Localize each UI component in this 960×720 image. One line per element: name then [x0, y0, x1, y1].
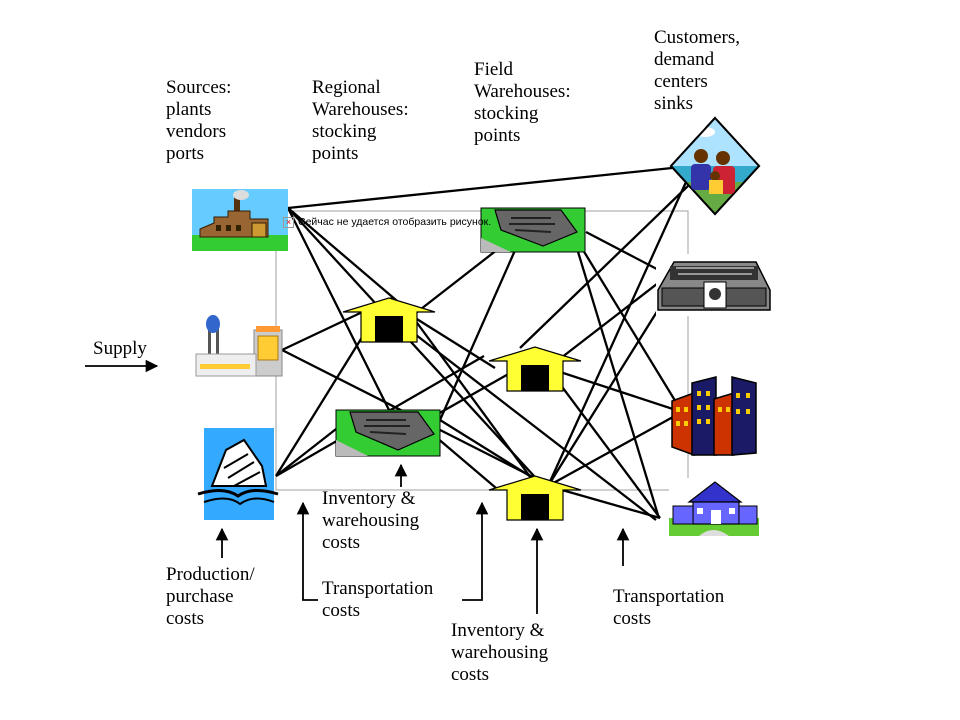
customers-people-icon	[669, 116, 761, 216]
field-warehouse-arrow-icon-2	[488, 475, 582, 521]
broken-image-placeholder: × Сейчас не удается отобразить рисунок.	[283, 216, 491, 228]
link-line-0	[287, 166, 673, 210]
port-ship-icon	[197, 428, 279, 520]
supply-label: Supply	[93, 338, 147, 359]
link-line-6	[275, 317, 375, 477]
link-line-1	[287, 207, 404, 307]
city-icon	[671, 376, 757, 457]
link-line-19	[546, 181, 688, 487]
link-line-13	[439, 419, 534, 479]
link-line-22	[547, 484, 661, 520]
regional-warehouse-large-icon	[335, 409, 441, 457]
broken-image-text: Сейчас не удается отобразить рисунок.	[298, 216, 492, 228]
transport-cost-arrow-1	[296, 501, 318, 601]
link-line-12	[438, 229, 526, 421]
plant-icon	[195, 315, 283, 377]
factory-icon	[192, 189, 288, 251]
regional-warehouse-arrow-icon	[342, 297, 436, 343]
market-building-icon	[656, 254, 772, 316]
link-line-23	[571, 231, 683, 413]
link-line-21	[547, 410, 683, 488]
broken-image-icon: ×	[283, 216, 294, 228]
field-warehouse-large-icon	[480, 207, 586, 253]
link-line-10	[411, 315, 496, 369]
link-line-26	[519, 183, 691, 349]
link-line-16	[547, 269, 676, 369]
town-house-icon	[669, 478, 759, 536]
link-line-11	[411, 315, 532, 479]
field-warehouse-arrow-icon-1	[488, 346, 582, 392]
link-line-3	[286, 207, 392, 413]
link-line-24	[570, 231, 660, 516]
link-line-18	[547, 367, 661, 519]
link-line-17	[547, 366, 683, 414]
transport-cost-arrow-1-right	[462, 501, 489, 601]
link-line-8	[275, 421, 346, 477]
link-line-15	[393, 317, 657, 521]
